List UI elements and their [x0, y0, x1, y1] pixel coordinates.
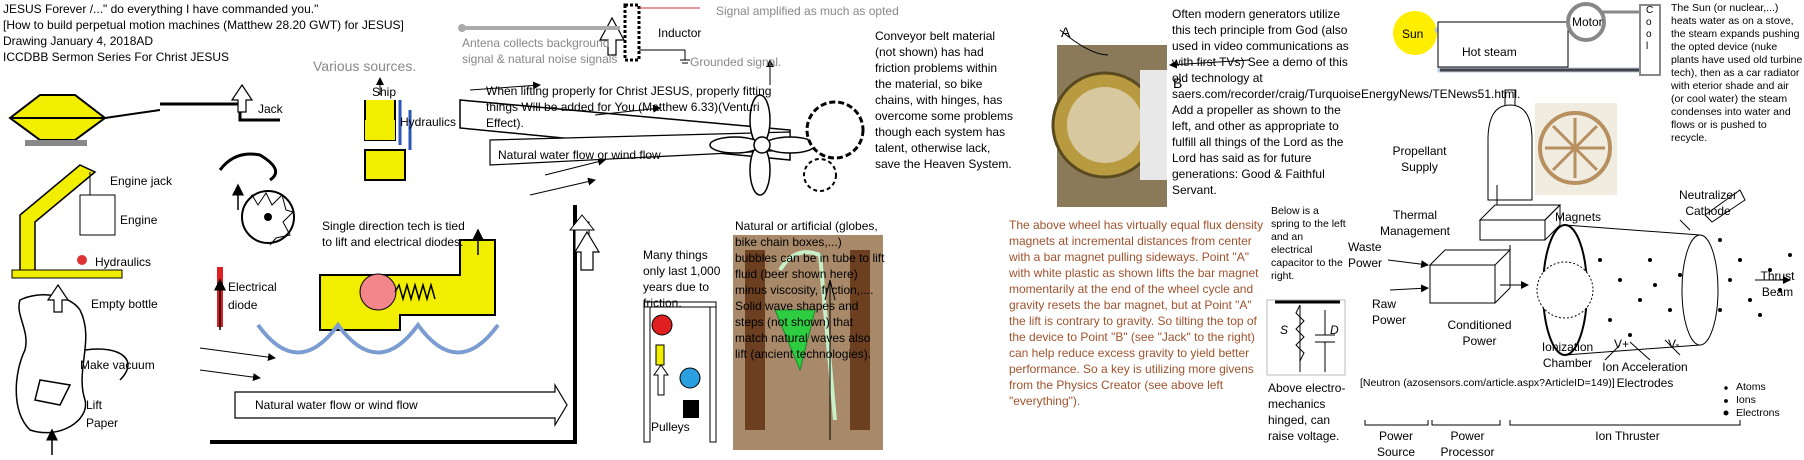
pulleys-drawing	[643, 301, 717, 443]
cool-label: C o o l	[1646, 5, 1653, 53]
thermal-label: Thermal Management	[1379, 208, 1451, 238]
ion-thruster-drawing	[1364, 89, 1792, 426]
spring-text: Below is a spring to the left and an ele…	[1271, 205, 1346, 282]
ion-thruster-label: Ion Thruster	[1595, 429, 1660, 443]
cool-letter: o	[1646, 17, 1652, 28]
ball-valve-drawing	[319, 228, 496, 331]
empty-bottle-label: Empty bottle	[91, 297, 158, 311]
electrical-label: Electrical	[228, 280, 277, 294]
cool-letter: o	[1646, 29, 1652, 40]
propellant-label: Propellant Supply	[1392, 144, 1447, 174]
ship-hydraulics-label: Hydraulics	[400, 115, 457, 129]
lift-label: Lift	[86, 398, 103, 412]
raw-label: Raw Power	[1372, 297, 1407, 327]
single-direction-text: Single direction tech is tied to lift an…	[322, 219, 465, 249]
engine-label: Engine	[120, 213, 158, 227]
grounded-label: Grounded signal.	[690, 55, 782, 69]
inductor-label: Inductor	[658, 26, 702, 40]
diode-drawing	[214, 267, 226, 330]
power-source-label: Power Source	[1376, 429, 1416, 459]
steam-cycle-drawing	[1393, 2, 1661, 76]
ratchet-drawing	[218, 152, 295, 246]
amplified-label: Signal amplified as much as opted	[716, 4, 899, 18]
waste-label: Waste Power	[1348, 240, 1383, 270]
header-line-4: ICCDBB Sermon Series For Christ JESUS	[3, 50, 230, 64]
neutron-source-label: [Neutron (azosensors.com/article.aspx?Ar…	[1360, 377, 1615, 389]
flow-top-label: Natural water flow or wind flow	[498, 148, 661, 162]
various-sources-label: Various sources.	[313, 58, 417, 74]
magnet-wheel-photo	[1051, 29, 1251, 207]
generators-text: Often modern generators utilize this tec…	[1172, 7, 1521, 197]
ship-hydraulics-drawing	[364, 77, 412, 181]
sun-label: Sun	[1402, 27, 1424, 41]
bubble-tube-photo	[733, 235, 883, 450]
atoms-label: Atoms	[1736, 381, 1766, 393]
spring-capacitor-drawing	[1266, 299, 1346, 376]
up-arrows	[46, 16, 626, 313]
s-label: S	[1280, 323, 1289, 337]
antenna-inductor-drawing	[458, 3, 700, 64]
venturi-text: When lifting properly for Christ JESUS, …	[486, 84, 772, 130]
point-a-label: A	[1061, 24, 1071, 40]
point-b-label: B	[1173, 75, 1183, 91]
sun-cycle-text: The Sun (or nuclear,...) heats water as …	[1671, 2, 1803, 144]
conveyor-text: Conveyor belt material (not shown) has h…	[875, 29, 1014, 171]
ionization-label: Ionization Chamber	[1541, 340, 1594, 370]
electrons-label: Electrons	[1736, 407, 1780, 419]
header-line-2: [How to build perpetual motion machines …	[3, 18, 404, 32]
waves-drawing	[256, 321, 500, 355]
flow-channel-drawing	[199, 157, 606, 444]
flow-bottom-label: Natural water flow or wind flow	[255, 398, 418, 412]
diode-label: diode	[228, 298, 258, 312]
d-label: D	[1330, 323, 1339, 337]
ship-label: Ship	[372, 85, 397, 99]
header-line-3: Drawing January 4, 2018AD	[3, 34, 154, 48]
pulleys-label: Pulleys	[651, 420, 690, 434]
hydraulics-label: Hydraulics	[95, 255, 152, 269]
venturi-drawing	[459, 59, 865, 196]
vplus-label: V+	[1614, 337, 1630, 351]
engine-jack-label: Engine jack	[110, 174, 173, 188]
hot-steam-label: Hot steam	[1462, 45, 1517, 59]
jack-label: Jack	[258, 102, 283, 116]
cool-letter: l	[1646, 41, 1649, 52]
make-vacuum-label: Make vacuum	[80, 358, 155, 372]
vminus-label: V-	[1668, 337, 1680, 351]
globes-text-head: Natural or artificial (globes, bike chai…	[735, 218, 885, 362]
magnets-label: Magnets	[1555, 210, 1602, 224]
thrust-beam-label: Thrust Beam	[1760, 269, 1795, 299]
power-processor-label: Power Processor	[1440, 429, 1495, 459]
bottle-sketch	[15, 294, 129, 455]
ion-acc-label: Ion Acceleration Electrodes	[1602, 360, 1688, 390]
engine-jack-drawing	[11, 164, 123, 279]
electro-text: Above electro-mechanics hinged, can rais…	[1268, 381, 1346, 443]
cool-letter: C	[1646, 5, 1654, 16]
many-things-text: Many things only last 1,000 years due to…	[643, 248, 721, 310]
paper-label: Paper	[86, 416, 119, 430]
motor-label: Motor	[1572, 15, 1603, 29]
wooden-wheel-photo	[1535, 103, 1617, 195]
antenna-text: Antena collects background signal & natu…	[462, 36, 618, 66]
conditioned-label: Conditioned Power	[1447, 318, 1512, 348]
globes-text: Natural or artificial (globes, bike chai…	[735, 219, 885, 361]
ions-label: Ions	[1736, 394, 1756, 406]
header-line-1: JESUS Forever /..." do everything I have…	[3, 2, 319, 16]
wheel-text: The above wheel has virtually equal flux…	[1009, 218, 1264, 408]
neutralizer-label: Neutralizer Cathode	[1678, 188, 1738, 218]
